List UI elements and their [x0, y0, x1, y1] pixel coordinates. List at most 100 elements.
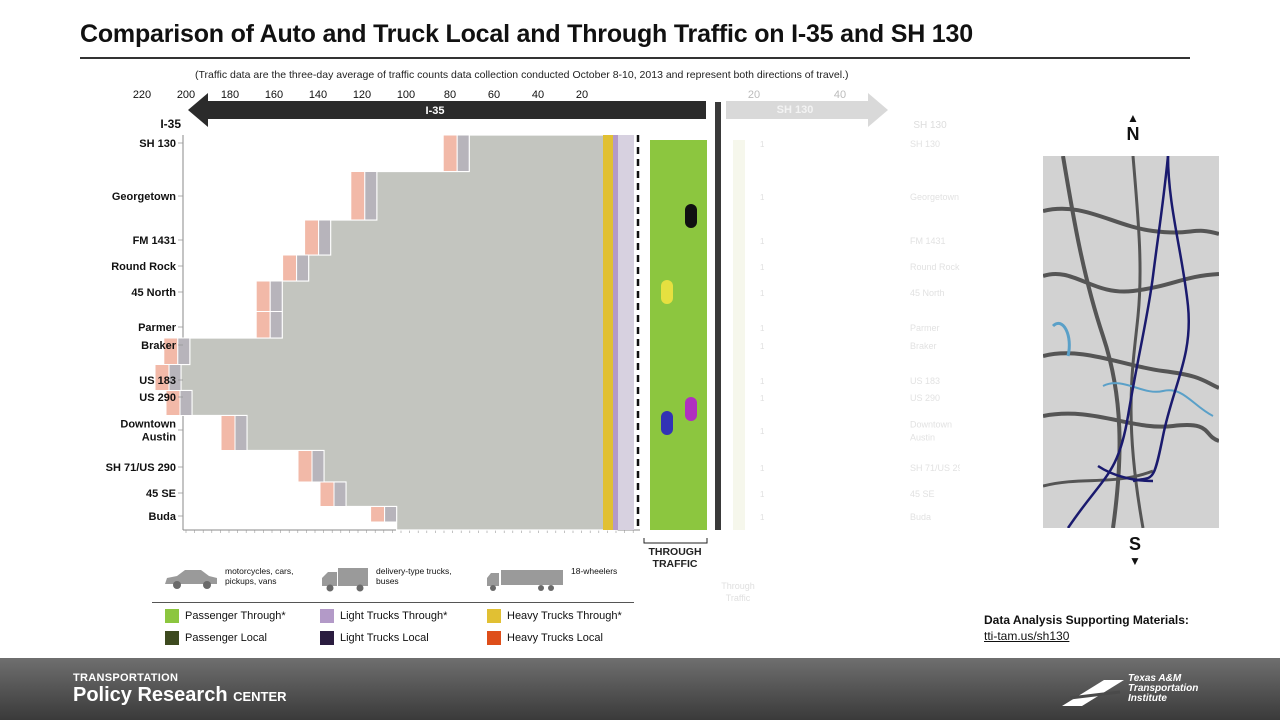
sh130-value-label: 1	[760, 377, 765, 386]
x-tick-label: 160	[265, 89, 283, 101]
legend-item: Passenger Through*	[165, 609, 286, 623]
vehicle-icon	[661, 280, 673, 304]
category-label-right: Round Rock	[910, 262, 960, 272]
median-divider	[715, 102, 721, 530]
heavy-trucks-local-block	[297, 450, 313, 483]
x-tick-label-right: 20	[748, 89, 760, 101]
vehicle-legend-car: motorcycles, cars, pickups, vans	[163, 566, 315, 590]
sh130-value-label: 1	[760, 263, 765, 272]
legend-swatch	[165, 609, 179, 623]
through-traffic-label-right: Traffic	[726, 593, 751, 603]
heavy-trucks-local-block	[319, 481, 335, 507]
heavy-trucks-local-block	[220, 415, 236, 451]
right-axis-label: SH 130	[913, 120, 947, 131]
light-trucks-local-block	[177, 337, 191, 365]
page-title: Comparison of Auto and Truck Local and T…	[80, 20, 973, 48]
category-label-right: Downtown	[910, 420, 952, 430]
x-tick-label: 100	[397, 89, 415, 101]
i35-direction-arrow	[188, 93, 706, 127]
heavy-trucks-local-block	[350, 171, 366, 221]
heavy-trucks-local-block	[442, 134, 458, 172]
category-label: Austin	[142, 432, 177, 444]
support-link[interactable]: tti-tam.us/sh130	[984, 629, 1070, 643]
support-materials: Data Analysis Supporting Materials: tti-…	[984, 613, 1189, 643]
heavy-trucks-local-block	[255, 280, 271, 312]
sh130-value-label: 1	[760, 394, 765, 403]
category-label-right: SH 71/US 290	[910, 463, 960, 473]
light-trucks-local-block	[311, 450, 325, 483]
sh130-value-label: 1	[760, 140, 765, 149]
legend-label: Heavy Trucks Through*	[507, 610, 622, 622]
legend-swatch	[487, 631, 501, 645]
light-trucks-local-block	[179, 390, 193, 416]
vehicle-legend-car-label: motorcycles, cars, pickups, vans	[225, 566, 294, 586]
category-label: US 290	[139, 392, 176, 404]
footer-org-name: Policy Research CENTER	[73, 684, 287, 707]
light-trucks-local-block	[456, 134, 470, 172]
support-heading: Data Analysis Supporting Materials:	[984, 613, 1189, 627]
category-label: 45 North	[131, 287, 176, 299]
category-label-right: Braker	[910, 341, 937, 351]
semi-truck-icon	[487, 570, 563, 591]
legend-label: Passenger Through*	[185, 610, 286, 622]
light-trucks-local-block	[384, 506, 398, 523]
legend-item: Light Trucks Through*	[320, 609, 447, 623]
vehicle-legend: motorcycles, cars, pickups, vans deliver…	[160, 566, 640, 600]
through-traffic-label: THROUGH	[648, 546, 701, 558]
x-tick-label: 120	[353, 89, 371, 101]
car-icon	[165, 570, 217, 589]
sh130-value-label: 1	[760, 464, 765, 473]
delivery-truck-icon	[322, 568, 368, 592]
category-label-right: Parmer	[910, 323, 940, 333]
vehicle-legend-delivery: delivery-type trucks, buses	[320, 566, 466, 592]
category-label-right: US 183	[910, 376, 940, 386]
light-trucks-through-stripe	[613, 135, 618, 530]
x-tick-label: 180	[221, 89, 239, 101]
tti-swoosh-icon	[1062, 680, 1124, 706]
light-trucks-local-block	[296, 254, 310, 282]
category-label-right: Austin	[910, 433, 935, 443]
through-traffic-label-right: Through	[721, 581, 755, 591]
legend-label: Passenger Local	[185, 632, 267, 644]
category-label-right: 45 SE	[910, 489, 935, 499]
footer-bar: TRANSPORTATION Policy Research CENTER Te…	[0, 658, 1280, 720]
south-label: S	[1128, 534, 1141, 554]
chart-subtitle: (Traffic data are the three-day average …	[195, 69, 849, 81]
tti-line-3: Institute	[1128, 693, 1167, 704]
legend-swatch	[320, 609, 334, 623]
sh130-value-label: 1	[760, 513, 765, 522]
sh130-value-label: 1	[760, 289, 765, 298]
x-tick-label: 40	[532, 89, 544, 101]
category-label: Buda	[149, 511, 177, 523]
legend-label: Light Trucks Through*	[340, 610, 448, 622]
through-traffic-label: TRAFFIC	[653, 558, 698, 570]
i35-arrow-label: I-35	[426, 105, 445, 117]
category-label: SH 71/US 290	[106, 462, 176, 474]
category-label: US 183	[139, 375, 176, 387]
sh130-value-label: 1	[760, 342, 765, 351]
north-indicator: ▲ N	[1118, 112, 1148, 145]
heavy-trucks-local-block	[255, 311, 271, 339]
light-trucks-local-block	[318, 219, 332, 256]
tti-line-2: Transportation	[1128, 683, 1199, 694]
legend-label: Light Trucks Local	[340, 632, 429, 644]
x-tick-label: 220	[133, 89, 151, 101]
category-label: Georgetown	[112, 191, 176, 203]
legend-item: Light Trucks Local	[320, 631, 429, 645]
vehicle-legend-semi-label: 18-wheelers	[571, 566, 618, 576]
light-trucks-local-block	[364, 171, 378, 221]
footer-org-main: Policy Research	[73, 684, 228, 706]
category-label-right: SH 130	[910, 139, 940, 149]
category-label: 45 SE	[146, 488, 176, 500]
legend-swatch	[487, 609, 501, 623]
category-label: Round Rock	[111, 261, 177, 273]
south-indicator: S ▼	[1120, 534, 1150, 567]
category-label-right: US 290	[910, 393, 940, 403]
light-trucks-local-block	[269, 311, 283, 339]
south-arrow-icon: ▼	[1129, 554, 1141, 568]
x-tick-label: 80	[444, 89, 456, 101]
legend-item: Heavy Trucks Local	[487, 631, 603, 645]
light-trucks-local-block	[333, 481, 347, 507]
tti-line-1: Texas A&M	[1128, 673, 1182, 684]
